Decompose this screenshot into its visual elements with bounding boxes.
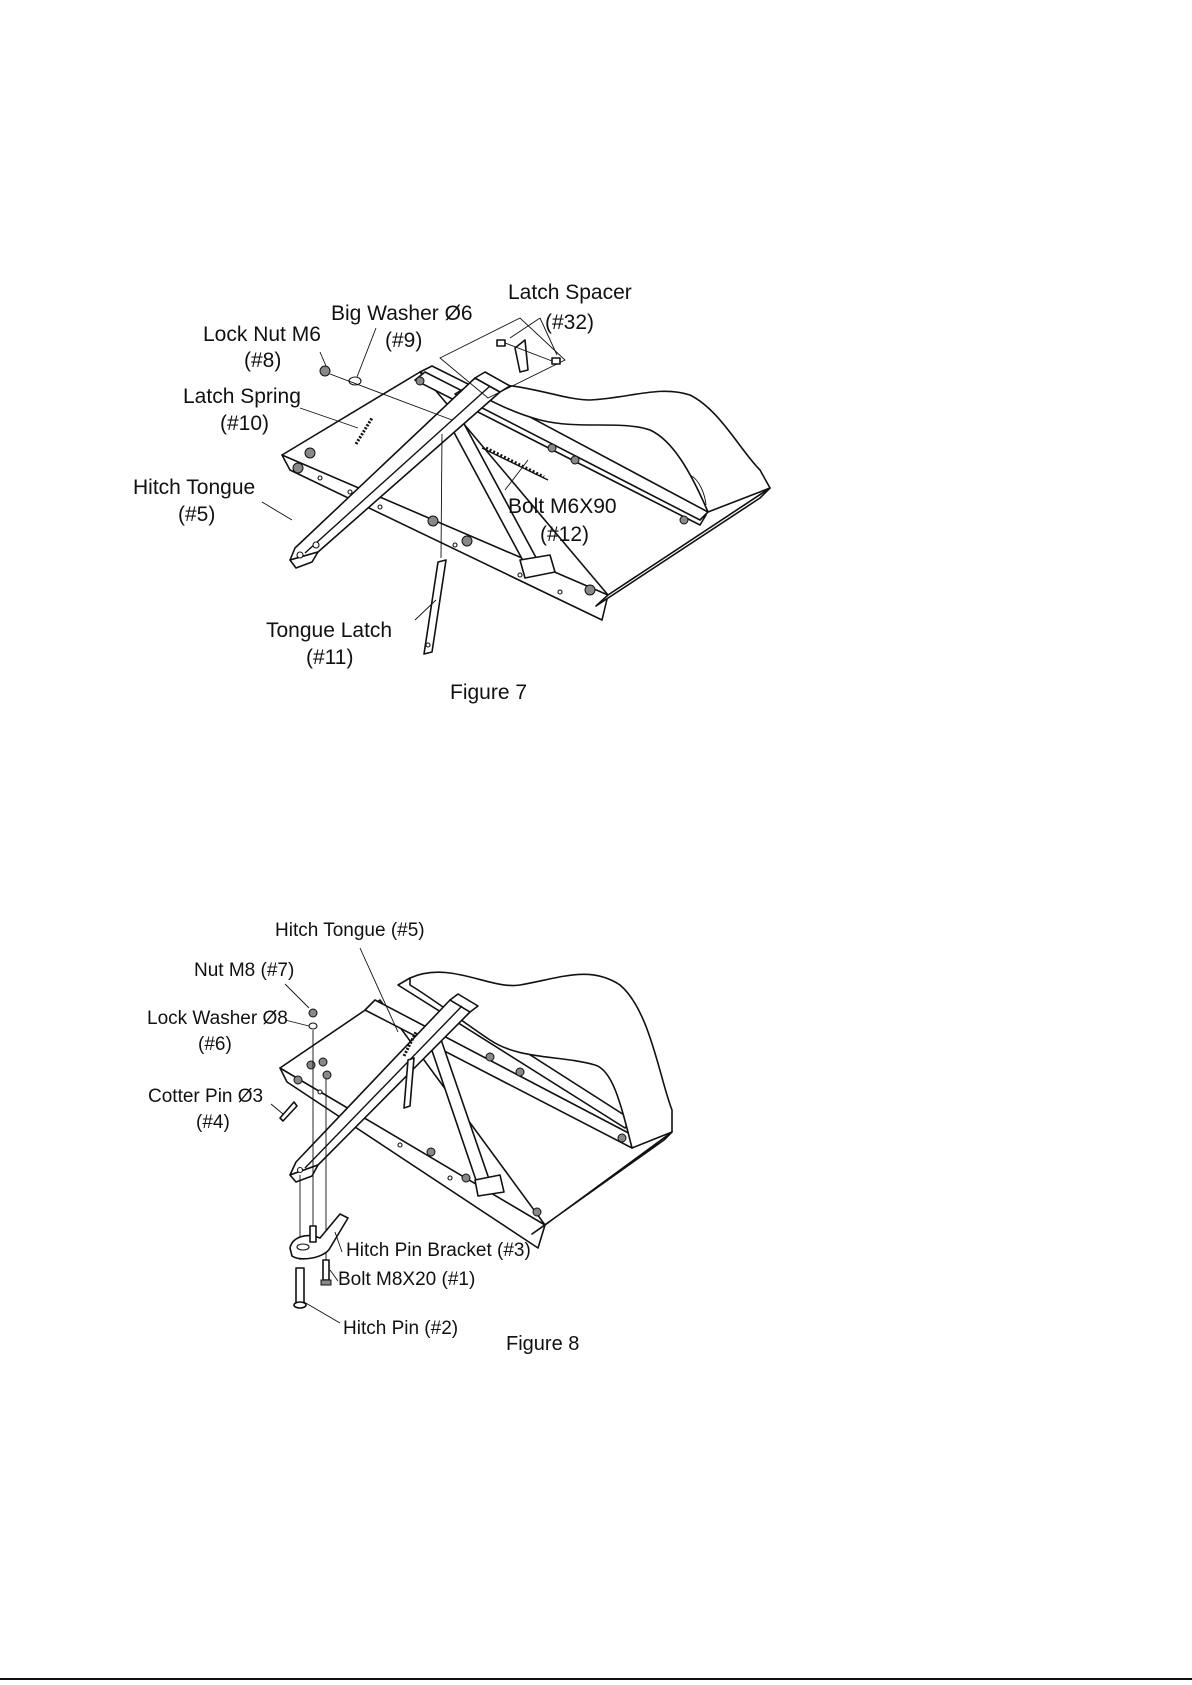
fig8-label-cotter-pin: Cotter Pin Ø3 (#4) xyxy=(148,1086,263,1133)
fig8-frame xyxy=(280,972,672,1248)
svg-text:Hitch Tongue: Hitch Tongue xyxy=(133,476,255,499)
figure-7-caption: Figure 7 xyxy=(450,681,527,704)
svg-text:(#4): (#4) xyxy=(196,1112,230,1133)
svg-text:Lock Washer Ø8: Lock Washer Ø8 xyxy=(147,1008,288,1029)
fig7-label-tongue-latch: Tongue Latch (#11) xyxy=(266,619,392,669)
fig7-label-hitch-tongue: Hitch Tongue (#5) xyxy=(133,476,255,526)
figure-7-drawing xyxy=(262,318,770,654)
fig8-label-hitch-tongue: Hitch Tongue (#5) xyxy=(275,920,425,941)
fig7-label-lock-nut: Lock Nut M6 (#8) xyxy=(203,323,321,372)
fig7-label-latch-spacer: Latch Spacer (#32) xyxy=(508,281,632,334)
svg-text:Latch Spring: Latch Spring xyxy=(183,385,301,408)
svg-text:(#6): (#6) xyxy=(198,1034,232,1055)
fig8-cotter-pin-part xyxy=(280,1102,297,1121)
svg-text:Big Washer Ø6: Big Washer Ø6 xyxy=(331,302,473,325)
figure-8-caption: Figure 8 xyxy=(506,1333,579,1355)
svg-text:Bolt M6X90: Bolt M6X90 xyxy=(508,495,617,518)
figure-8-drawing xyxy=(271,948,672,1323)
fig7-label-big-washer: Big Washer Ø6 (#9) xyxy=(331,302,473,352)
fig8-nut-part xyxy=(309,1009,317,1017)
fig8-hitch-pin-bracket-part xyxy=(290,1214,348,1259)
fig7-label-latch-spring: Latch Spring (#10) xyxy=(183,385,301,435)
page-footer-rule xyxy=(0,1678,1192,1680)
svg-text:(#9): (#9) xyxy=(385,329,422,352)
svg-text:(#12): (#12) xyxy=(540,523,589,546)
svg-text:Cotter Pin Ø3: Cotter Pin Ø3 xyxy=(148,1086,263,1107)
fig7-lock-nut-part xyxy=(320,366,330,376)
fig8-label-hitch-pin: Hitch Pin (#2) xyxy=(343,1318,458,1339)
svg-text:(#8): (#8) xyxy=(244,349,281,372)
fig8-label-lock-washer: Lock Washer Ø8 (#6) xyxy=(147,1008,288,1055)
fig8-label-bolt: Bolt M8X20 (#1) xyxy=(338,1269,475,1290)
svg-text:(#10): (#10) xyxy=(220,412,269,435)
svg-text:Lock Nut M6: Lock Nut M6 xyxy=(203,323,321,346)
svg-text:(#32): (#32) xyxy=(545,311,594,334)
svg-text:Tongue Latch: Tongue Latch xyxy=(266,619,392,642)
svg-text:Latch Spacer: Latch Spacer xyxy=(508,281,632,304)
fig8-lock-washer-part xyxy=(309,1023,317,1029)
fig8-label-nut: Nut M8 (#7) xyxy=(194,960,294,981)
fig8-label-hitch-pin-bracket: Hitch Pin Bracket (#3) xyxy=(346,1240,531,1261)
svg-text:(#5): (#5) xyxy=(178,503,215,526)
svg-text:(#11): (#11) xyxy=(306,646,353,669)
